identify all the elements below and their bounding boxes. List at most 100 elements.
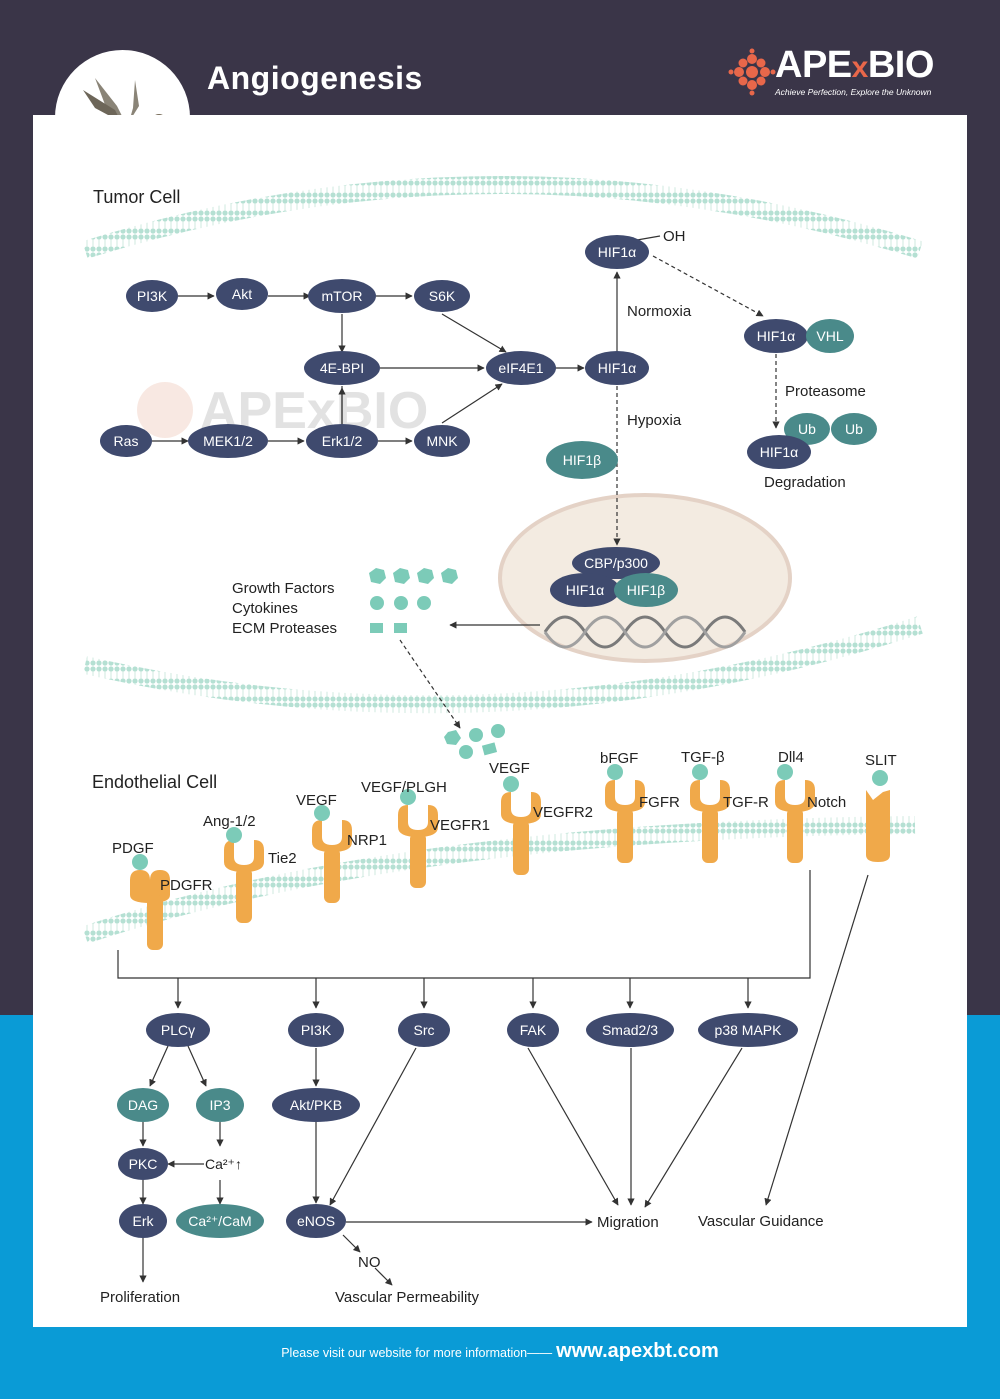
svg-text:HIF1α: HIF1α xyxy=(598,244,636,260)
node-enos[interactable]: eNOS xyxy=(286,1204,346,1238)
node-mek12[interactable]: MEK1/2 xyxy=(188,424,268,458)
label-ang12: Ang-1/2 xyxy=(203,813,256,830)
svg-text:PKC: PKC xyxy=(129,1156,158,1172)
node-hif1a-nucleus[interactable]: HIF1α xyxy=(550,573,620,607)
node-4ebp1[interactable]: 4E-BPI xyxy=(304,351,380,385)
node-hif1a-vhl[interactable]: HIF1α xyxy=(744,319,808,353)
circle-factor-icon xyxy=(417,596,431,610)
ligand-vegf-icon xyxy=(314,805,330,821)
node-ip3[interactable]: IP3 xyxy=(196,1088,244,1122)
node-fak[interactable]: FAK xyxy=(507,1013,559,1047)
label-tgf-r: TGF-R xyxy=(723,794,769,811)
node-ca-cam[interactable]: Ca²⁺/CaM xyxy=(176,1204,264,1238)
receptor-fgfr[interactable] xyxy=(605,764,645,863)
circle-factor-icon xyxy=(491,724,505,738)
node-ub2[interactable]: Ub xyxy=(831,413,877,445)
hexagon-factor-icon xyxy=(417,568,434,584)
svg-text:S6K: S6K xyxy=(429,288,456,304)
node-mnk[interactable]: MNK xyxy=(414,425,470,457)
node-akt[interactable]: Akt xyxy=(216,278,268,310)
svg-text:Erk1/2: Erk1/2 xyxy=(322,433,363,449)
svg-text:eNOS: eNOS xyxy=(297,1213,335,1229)
footer: Please visit our website for more inform… xyxy=(0,1340,1000,1363)
svg-text:Ca²⁺/CaM: Ca²⁺/CaM xyxy=(188,1213,251,1229)
tumor-membrane-top xyxy=(82,176,923,259)
node-pkc[interactable]: PKC xyxy=(118,1148,168,1180)
apexbio-logo-icon xyxy=(728,48,776,96)
node-mtor[interactable]: mTOR xyxy=(308,279,376,313)
node-pi3k-endo[interactable]: PI3K xyxy=(288,1013,344,1047)
node-hif1a-mid[interactable]: HIF1α xyxy=(585,351,649,385)
svg-text:PLCγ: PLCγ xyxy=(161,1022,195,1038)
label-bfgf: bFGF xyxy=(600,750,638,767)
receptor-pdgfr[interactable] xyxy=(130,854,170,950)
footer-url-link[interactable]: www.apexbt.com xyxy=(556,1340,719,1362)
node-ub1[interactable]: Ub xyxy=(784,413,830,445)
ligand-vegf-plgh-icon xyxy=(400,789,416,805)
node-hif1b-nucleus[interactable]: HIF1β xyxy=(614,573,678,607)
ligand-slit-icon xyxy=(872,770,888,786)
dna-icon xyxy=(543,615,747,649)
svg-text:Erk: Erk xyxy=(133,1213,155,1229)
apexbio-logo[interactable]: APExBIO xyxy=(775,44,934,87)
node-hif1a-deg[interactable]: HIF1α xyxy=(747,435,811,469)
receptor-vegfr1[interactable] xyxy=(398,789,438,888)
logo-part-x: x xyxy=(851,51,869,84)
label-vegfr2: VEGFR2 xyxy=(533,804,593,821)
square-factor-icon xyxy=(481,742,498,756)
receptor-tgf-r[interactable] xyxy=(690,764,730,863)
node-smad23[interactable]: Smad2/3 xyxy=(586,1013,674,1047)
hexagon-factor-icon xyxy=(369,568,386,584)
ligand-bfgf-icon xyxy=(607,764,623,780)
node-erk12[interactable]: Erk1/2 xyxy=(306,424,378,458)
circle-factor-icon xyxy=(394,596,408,610)
svg-text:PI3K: PI3K xyxy=(137,288,168,304)
svg-text:DAG: DAG xyxy=(128,1097,158,1113)
node-ras[interactable]: Ras xyxy=(100,425,152,457)
logo-tagline: Achieve Perfection, Explore the Unknown xyxy=(775,87,932,97)
svg-text:mTOR: mTOR xyxy=(322,288,363,304)
node-p38-mapk[interactable]: p38 MAPK xyxy=(698,1013,798,1047)
receptor-tie2[interactable] xyxy=(224,827,264,923)
receptor-nrp1[interactable] xyxy=(312,805,352,903)
receptor-slit[interactable] xyxy=(866,770,890,862)
svg-text:HIF1β: HIF1β xyxy=(563,452,601,468)
endothelial-labels: PDGF Ang-1/2 VEGF VEGF/PLGH VEGF bFGF TG… xyxy=(112,749,897,894)
svg-text:Ras: Ras xyxy=(114,433,139,449)
proteasome-label: Proteasome xyxy=(785,383,866,400)
svg-text:HIF1α: HIF1α xyxy=(760,444,798,460)
svg-text:VHL: VHL xyxy=(816,328,843,344)
svg-text:HIF1α: HIF1α xyxy=(598,360,636,376)
footer-prefix: Please visit our website for more inform… xyxy=(281,1346,553,1360)
label-pdgfr: PDGFR xyxy=(160,877,213,894)
node-hif1b[interactable]: HIF1β xyxy=(546,441,618,479)
receptor-notch[interactable] xyxy=(775,764,815,863)
node-dag[interactable]: DAG xyxy=(117,1088,169,1122)
node-hif1a-top[interactable]: HIF1α xyxy=(585,235,649,269)
node-s6k[interactable]: S6K xyxy=(414,280,470,312)
node-src[interactable]: Src xyxy=(398,1013,450,1047)
svg-text:MNK: MNK xyxy=(426,433,458,449)
label-tie2: Tie2 xyxy=(268,850,297,867)
label-tgf-b: TGF-β xyxy=(681,749,725,766)
node-plcg[interactable]: PLCγ xyxy=(146,1013,210,1047)
watermark-logo-icon xyxy=(137,382,193,438)
tumor-nodes: PI3K Akt mTOR S6K 4E-BPI eIF4E1 Ras MEK1… xyxy=(100,228,877,607)
node-cbp-p300[interactable]: CBP/p300 xyxy=(572,547,660,579)
circle-factor-icon xyxy=(370,596,384,610)
node-akt-pkb[interactable]: Akt/PKB xyxy=(272,1088,360,1122)
node-vhl[interactable]: VHL xyxy=(806,319,854,353)
hexagon-factor-icon xyxy=(393,568,410,584)
node-erk[interactable]: Erk xyxy=(119,1204,167,1238)
proliferation-label: Proliferation xyxy=(100,1289,180,1306)
page-title: Angiogenesis xyxy=(207,60,423,96)
receptor-vegfr2[interactable] xyxy=(501,776,541,875)
no-label: NO xyxy=(358,1254,381,1271)
oh-label: OH xyxy=(663,228,686,245)
svg-text:HIF1α: HIF1α xyxy=(757,328,795,344)
svg-text:MEK1/2: MEK1/2 xyxy=(203,433,253,449)
node-eif4e1[interactable]: eIF4E1 xyxy=(486,351,556,385)
svg-text:Akt: Akt xyxy=(232,286,252,302)
node-pi3k[interactable]: PI3K xyxy=(126,280,178,312)
